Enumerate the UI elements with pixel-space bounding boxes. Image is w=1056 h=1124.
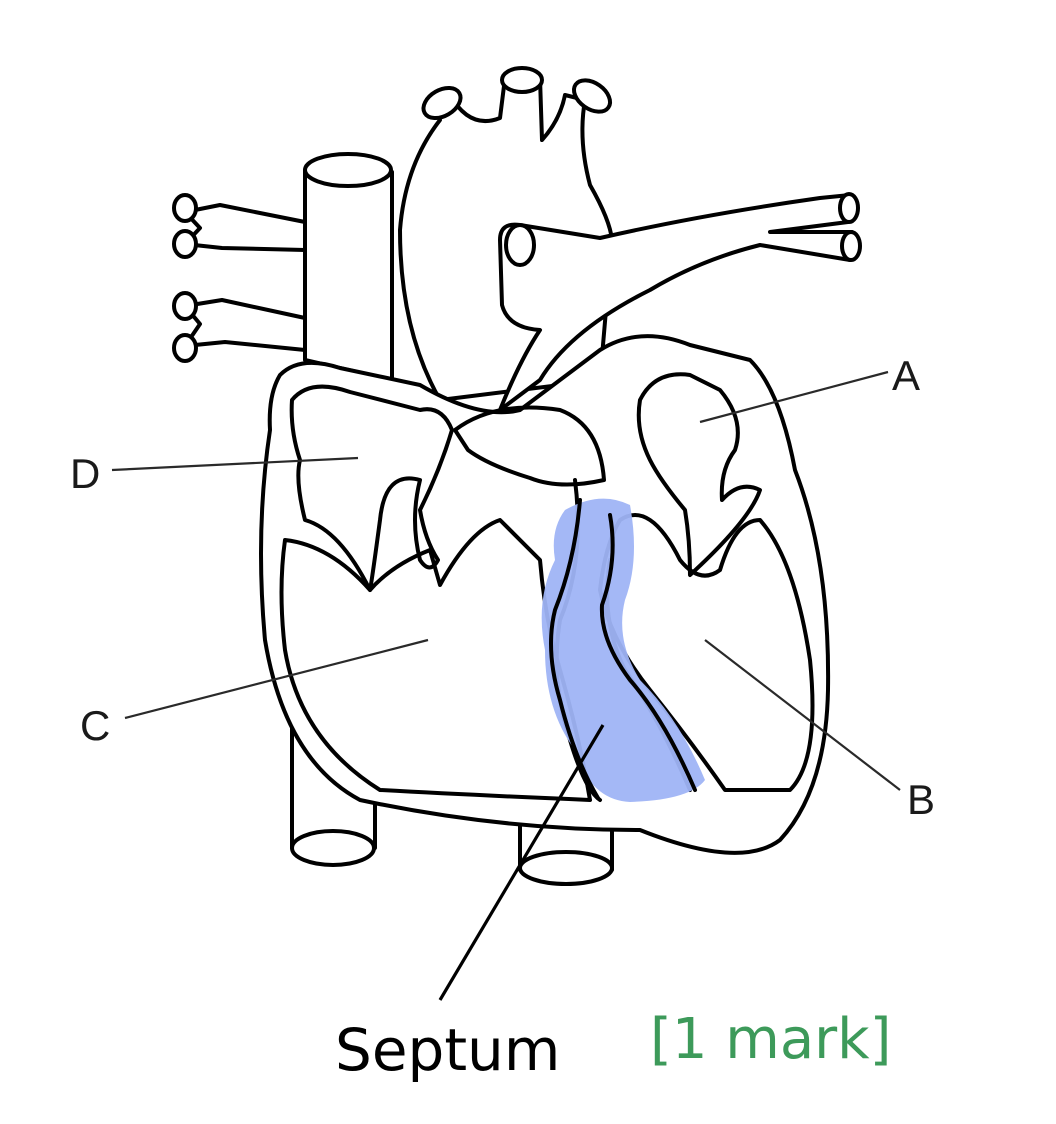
aortic-root xyxy=(453,405,606,487)
label-c: C xyxy=(80,702,110,749)
septum-annotation: Septum xyxy=(335,1016,560,1084)
label-b: B xyxy=(907,776,935,823)
label-a: A xyxy=(892,352,920,399)
pulmonary-veins-left xyxy=(172,193,307,363)
leader-line-b xyxy=(704,639,901,791)
leader-line-d xyxy=(111,456,359,472)
leader-line-c xyxy=(124,638,429,720)
pulmonary-artery xyxy=(498,192,862,412)
leader-line-a xyxy=(699,370,889,424)
chamber-d-right-atrium xyxy=(289,384,454,592)
superior-vena-cava xyxy=(303,152,394,382)
label-d: D xyxy=(70,450,100,497)
septum-highlight xyxy=(541,498,705,802)
leader-line-septum xyxy=(438,724,605,1001)
mark-annotation: [1 mark] xyxy=(650,1007,891,1072)
chamber-a-left-atrium xyxy=(636,372,762,577)
